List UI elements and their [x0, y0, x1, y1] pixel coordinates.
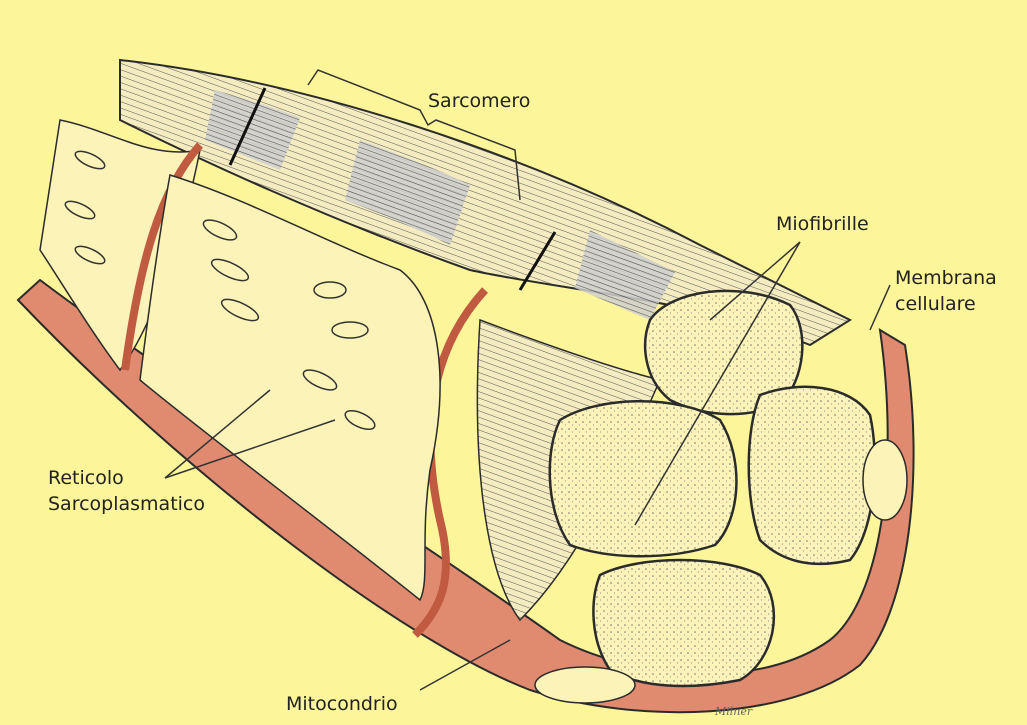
myofibril-cross-sections	[550, 291, 875, 686]
membrana-pointer	[870, 285, 890, 330]
mitochondrion-1	[535, 667, 635, 703]
artist-signature: Milner	[714, 705, 753, 718]
label-reticolo-line1: Reticolo	[48, 466, 124, 490]
label-membrana-line2: cellulare	[895, 292, 976, 316]
myofibril-section-4	[593, 560, 773, 686]
label-sarcomero: Sarcomero	[428, 89, 530, 113]
myofibril-section-2	[550, 401, 737, 556]
mitochondrion-2	[863, 440, 907, 520]
label-membrana-line1: Membrana	[895, 266, 997, 290]
myofibril-section-3	[749, 387, 875, 564]
label-reticolo-line2: Sarcoplasmatico	[48, 492, 205, 516]
label-mitocondrio: Mitocondrio	[286, 692, 398, 716]
label-miofibrille: Miofibrille	[776, 212, 869, 236]
